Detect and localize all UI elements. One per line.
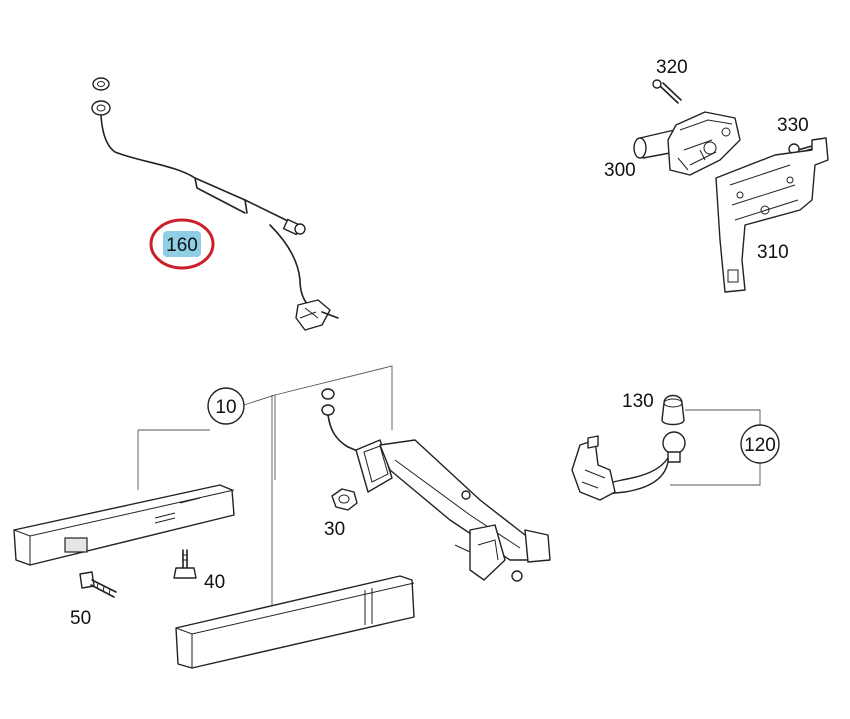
callout-120-circle[interactable]: 120 — [740, 424, 780, 464]
callout-330: 330 — [777, 115, 809, 136]
actuator-300[interactable] — [633, 111, 741, 176]
callout-160: 160 — [166, 235, 198, 256]
callout-40: 40 — [204, 572, 225, 593]
callout-120: 120 — [744, 435, 776, 456]
bolt-40[interactable] — [173, 549, 197, 579]
callout-310: 310 — [757, 242, 789, 263]
group-bracket-lines — [137, 365, 761, 610]
tow-ball-arm[interactable] — [571, 431, 686, 501]
bolt-320[interactable] — [652, 79, 682, 104]
bolt-50[interactable] — [79, 571, 117, 598]
callout-10: 10 — [215, 397, 236, 418]
bumper-bracket-left[interactable] — [13, 484, 235, 566]
nut-30[interactable] — [331, 488, 358, 511]
callout-130: 130 — [622, 391, 654, 412]
bracket-plate-310[interactable] — [715, 137, 829, 293]
callout-160-highlight[interactable]: 160 — [149, 218, 215, 270]
callout-50: 50 — [70, 608, 91, 629]
callout-300: 300 — [604, 160, 636, 181]
lower-cross-member[interactable] — [175, 575, 415, 669]
towbar-carrier[interactable] — [321, 388, 551, 582]
wiring-harness-160[interactable] — [91, 77, 339, 331]
callout-30: 30 — [324, 519, 345, 540]
callout-10-circle[interactable]: 10 — [207, 387, 245, 425]
cap-130[interactable] — [661, 394, 685, 426]
callout-320: 320 — [656, 57, 688, 78]
